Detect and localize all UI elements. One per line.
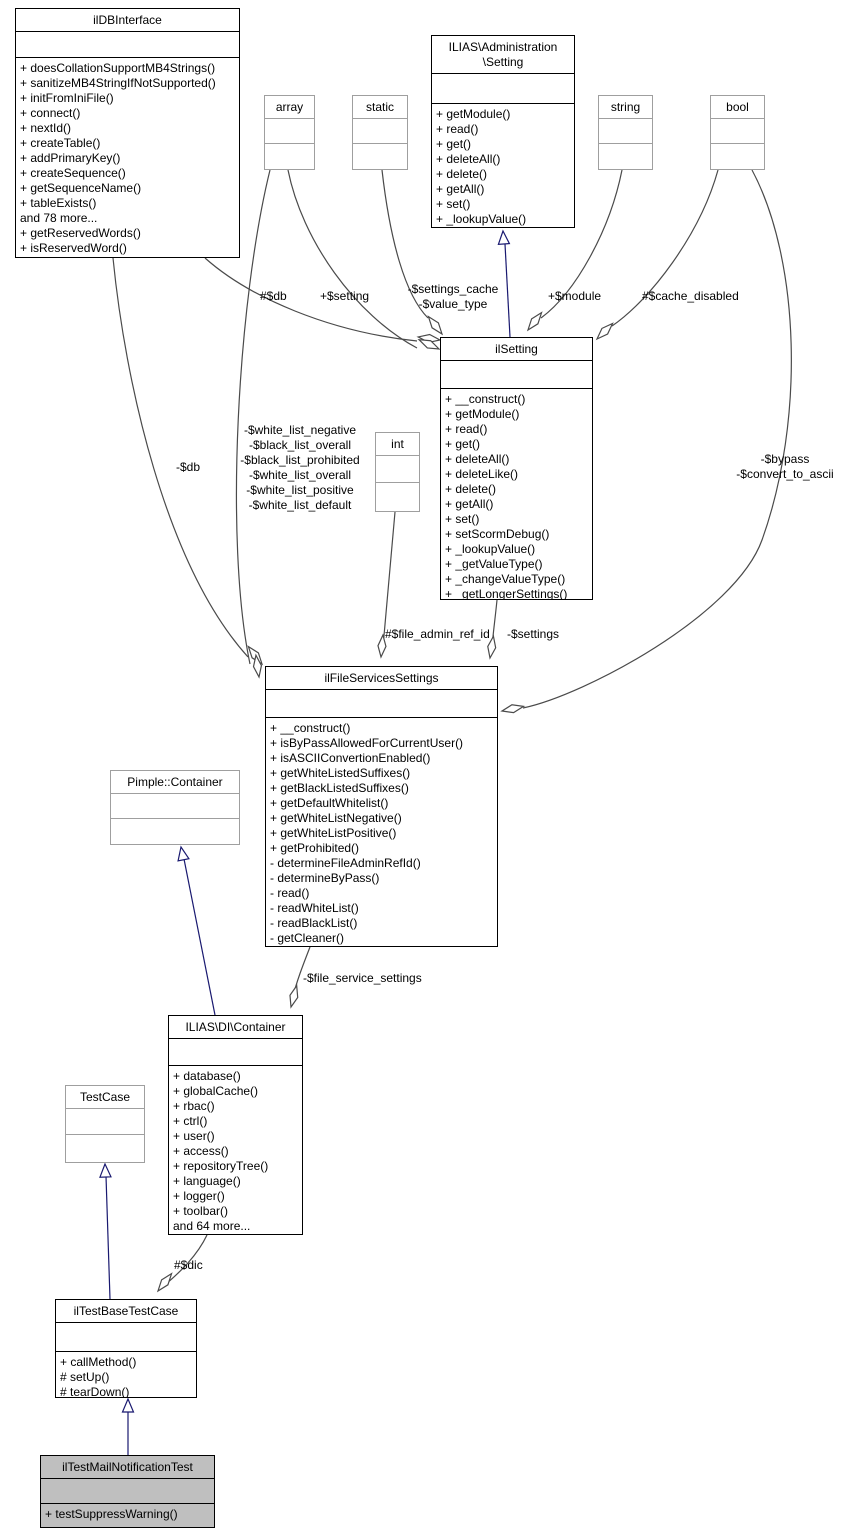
edge-db-to-ilsetting xyxy=(204,257,418,342)
class-pimple-container: Pimple::Container xyxy=(110,770,240,845)
class-title: ilTestMailNotificationTest xyxy=(41,1456,214,1479)
diamond-file-admin-ref-id xyxy=(377,633,387,659)
type-title: int xyxy=(376,433,419,456)
class-attributes-empty xyxy=(266,690,497,718)
class-title: ilSetting xyxy=(441,338,592,361)
class-attributes-empty xyxy=(16,32,239,58)
diamond-settings xyxy=(487,634,497,660)
class-methods-empty xyxy=(66,1135,144,1162)
class-methods: + callMethod() # setUp() # tearDown() xyxy=(60,1355,137,1397)
class-methods: + doesCollationSupportMB4Strings() + san… xyxy=(20,61,216,255)
class-iltestmailnotificationtest[interactable]: ilTestMailNotificationTest + testSuppres… xyxy=(40,1455,215,1528)
type-title: string xyxy=(599,96,652,119)
class-testcase: TestCase xyxy=(65,1085,145,1163)
edge-label-file-admin-ref-id: #$file_admin_ref_id xyxy=(385,627,490,641)
class-title: Pimple::Container xyxy=(111,771,239,794)
diamond-dic xyxy=(156,1272,173,1293)
edge-label-file-service-settings: -$file_service_settings xyxy=(303,971,422,985)
edge-static-to-ilsetting xyxy=(381,169,429,319)
edge-dicontainer-inherits-pimple xyxy=(183,858,216,1016)
type-attributes-empty xyxy=(353,119,407,144)
edge-label-settings-cache: -$settings_cache -$value_type xyxy=(407,282,499,311)
type-methods-empty xyxy=(599,144,652,169)
type-static: static xyxy=(352,95,408,170)
class-attributes-empty xyxy=(56,1323,196,1352)
edge-ilsetting-inherits-adminsetting xyxy=(504,243,511,338)
class-title: ilDBInterface xyxy=(16,9,239,32)
arrow-testcase xyxy=(99,1162,112,1178)
edge-label-cache-disabled: #$cache_disabled xyxy=(642,289,739,303)
edge-label-dic: #$dic xyxy=(174,1258,203,1272)
class-methods-empty xyxy=(111,819,239,844)
class-ilsetting[interactable]: ilSetting + __construct() + getModule() … xyxy=(440,337,593,600)
class-title: ILIAS\DI\Container xyxy=(169,1016,302,1039)
diamond-file-service-settings xyxy=(289,984,299,1009)
edge-testbase-inherits-testcase xyxy=(105,1175,111,1300)
type-attributes-empty xyxy=(711,119,764,144)
class-attributes-empty xyxy=(41,1479,214,1504)
type-methods-empty xyxy=(265,144,314,169)
arrow-adminsetting xyxy=(497,229,511,246)
edge-bool-to-ilsetting xyxy=(611,169,719,327)
diamond-setting-member xyxy=(417,338,441,350)
class-iltestbasetestcase[interactable]: ilTestBaseTestCase + callMethod() # setU… xyxy=(55,1299,197,1398)
type-array: array xyxy=(264,95,315,170)
edge-int-to-fileservices xyxy=(382,511,396,648)
diamond-settings-cache xyxy=(427,315,444,336)
class-attributes-empty xyxy=(432,74,574,104)
inheritance-arrowheads xyxy=(99,229,511,1413)
class-methods: + __construct() + getModule() + read() +… xyxy=(445,392,568,599)
class-title: ILIAS\Administration \Setting xyxy=(432,36,574,74)
edge-label-settings: -$settings xyxy=(507,627,560,641)
type-attributes-empty xyxy=(599,119,652,144)
arrow-pimple xyxy=(177,845,190,862)
class-title: ilTestBaseTestCase xyxy=(56,1300,196,1323)
type-title: array xyxy=(265,96,314,119)
type-methods-empty xyxy=(353,144,407,169)
type-title: static xyxy=(353,96,407,119)
type-methods-empty xyxy=(711,144,764,169)
class-ildbinterface[interactable]: ilDBInterface + doesCollationSupportMB4S… xyxy=(15,8,240,258)
class-attributes-empty xyxy=(441,361,592,389)
diamond-whitelists xyxy=(252,653,263,679)
class-attributes-empty xyxy=(66,1109,144,1135)
class-attributes-empty xyxy=(111,794,239,819)
arrow-testbase xyxy=(121,1397,135,1413)
edge-dicontainer-to-testbase xyxy=(165,1234,208,1285)
aggregation-diamonds xyxy=(156,311,614,1293)
type-attributes-empty xyxy=(265,119,314,144)
diamond-bypass xyxy=(500,704,526,714)
type-bool: bool xyxy=(710,95,765,170)
edge-label-db-to-ilsetting: #$db xyxy=(260,289,287,303)
class-attributes-empty xyxy=(169,1039,302,1066)
edge-label-white-lists: -$white_list_negative -$black_list_overa… xyxy=(240,423,360,512)
edge-array-to-fileservices xyxy=(235,169,271,665)
class-methods: + database() + globalCache() + rbac() + … xyxy=(173,1069,269,1233)
diamond-cache-disabled xyxy=(595,322,614,341)
edge-array-to-ilsetting xyxy=(287,169,418,349)
class-methods: + __construct() + isByPassAllowedForCurr… xyxy=(270,721,464,945)
diamond-module xyxy=(526,311,543,332)
type-title: bool xyxy=(711,96,764,119)
edge-label-db-to-fileservices: -$db xyxy=(176,460,201,474)
edge-label-bypass: -$bypass -$convert_to_ascii xyxy=(736,452,834,481)
type-attributes-empty xyxy=(376,456,419,483)
edge-bool-to-fileservices xyxy=(522,169,792,709)
type-string: string xyxy=(598,95,653,170)
type-int: int xyxy=(375,432,420,512)
class-ilfileservicessettings[interactable]: ilFileServicesSettings + __construct() +… xyxy=(265,666,498,947)
class-methods: + getModule() + read() + get() + deleteA… xyxy=(436,107,527,226)
class-title: TestCase xyxy=(66,1086,144,1109)
inheritance-edges xyxy=(105,243,511,1455)
edge-label-module: +$module xyxy=(548,289,602,303)
class-ilias-administration-setting[interactable]: ILIAS\Administration \Setting + getModul… xyxy=(431,35,575,228)
aggregation-edges xyxy=(112,169,792,1285)
class-ilias-di-container[interactable]: ILIAS\DI\Container + database() + global… xyxy=(168,1015,303,1235)
edge-db-to-fileservices xyxy=(112,257,249,658)
class-title: ilFileServicesSettings xyxy=(266,667,497,690)
class-methods: + testSuppressWarning() xyxy=(45,1507,178,1521)
edge-string-to-ilsetting xyxy=(540,169,623,319)
edge-label-setting-member: +$setting xyxy=(320,289,370,303)
